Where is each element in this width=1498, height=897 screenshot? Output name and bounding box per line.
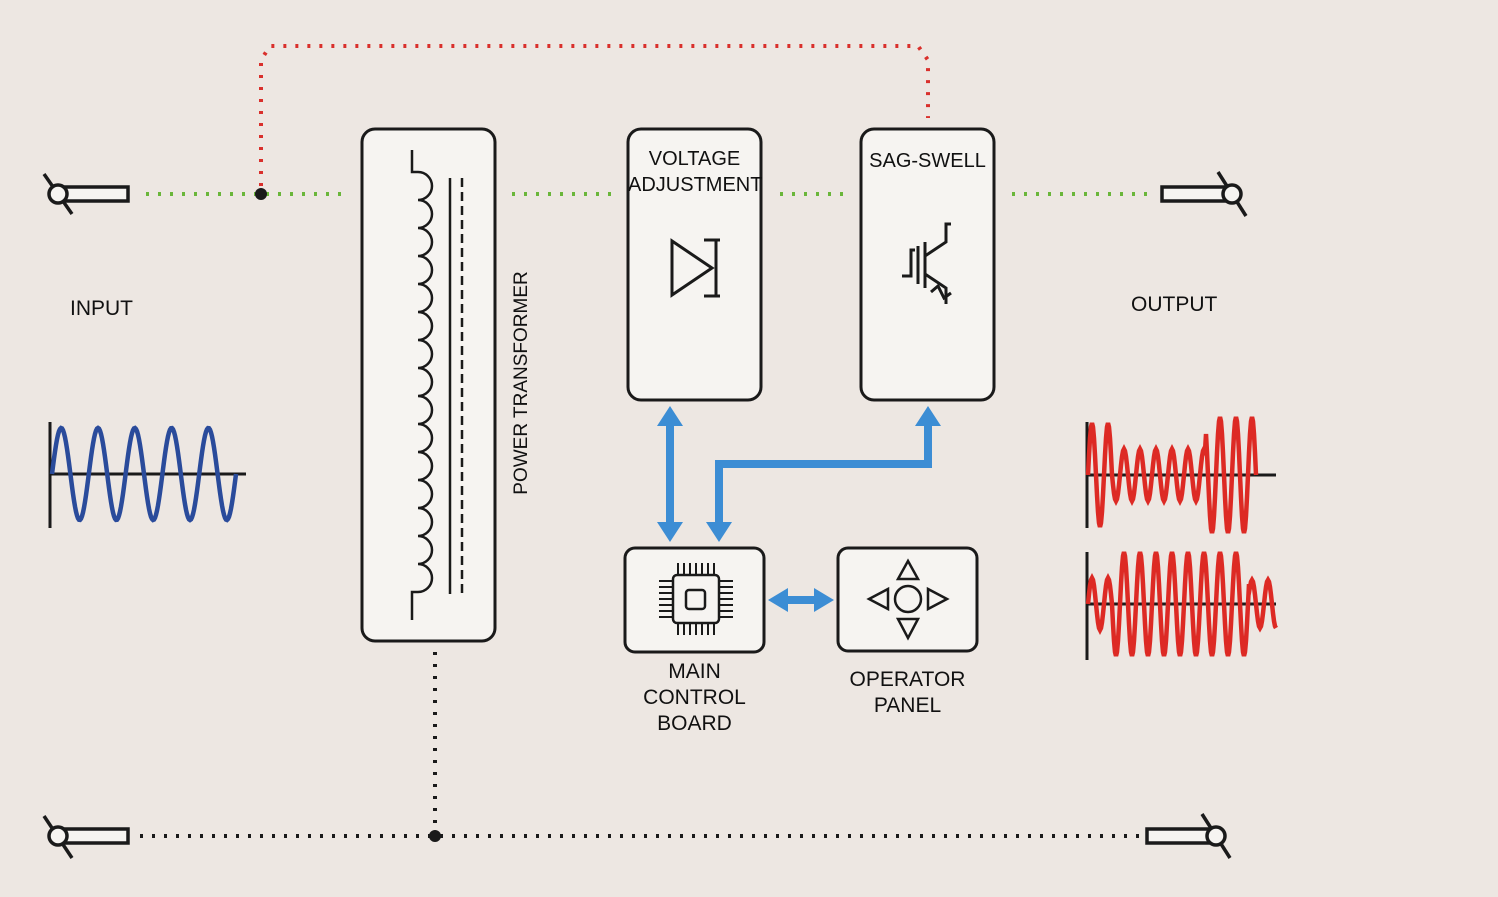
neutral-line [140, 652, 1140, 838]
sag-swell-block [859, 127, 996, 402]
voltage-adjustment-block [626, 127, 763, 402]
sag-swell-label: SAG-SWELL [869, 150, 986, 172]
output-waveform-swell [1085, 551, 1278, 660]
operator-panel-label: OPERATOR PANEL [838, 667, 977, 719]
output-terminal-icon [1160, 171, 1248, 217]
voltage-adjustment-label-line: VOLTAGE [648, 148, 741, 170]
input-waveform [48, 422, 246, 528]
microchip-icon [659, 563, 733, 635]
control-arrows [657, 406, 941, 612]
neutral-input-terminal-icon [42, 815, 130, 859]
arrow-sagswell-to-board [715, 426, 932, 524]
direction-pad-icon [866, 558, 950, 641]
main-control-board-label-line: CONTROL [643, 686, 746, 709]
power-transformer-label: POWER TRANSFORMER [511, 271, 532, 495]
main-control-board-label-line: BOARD [657, 712, 732, 735]
neutral-junction-dot [429, 830, 441, 842]
transformer-coil-icon [410, 150, 464, 620]
output-label: OUTPUT [1131, 293, 1218, 316]
operator-panel-label-line: OPERATOR [849, 668, 966, 691]
neutral-output-terminal-icon [1145, 813, 1232, 859]
input-terminal-icon [42, 172, 130, 216]
operator-panel-label-line: PANEL [873, 694, 942, 717]
voltage-adjustment-label: VOLTAGE ADJUSTMENT [628, 146, 763, 198]
main-control-board-block [623, 546, 766, 654]
main-control-board-label-line: MAIN [668, 660, 721, 683]
output-waveform-sag-swell [1085, 416, 1276, 534]
bypass-line [259, 44, 930, 186]
input-junction-dot [255, 188, 267, 200]
operator-panel-block [836, 546, 979, 653]
input-label: INPUT [70, 297, 133, 320]
voltage-adjustment-label-line: ADJUSTMENT [628, 174, 763, 196]
main-control-board-label: MAIN CONTROL BOARD [625, 659, 764, 737]
igbt-transistor-icon [902, 222, 952, 304]
diode-icon [670, 238, 720, 298]
